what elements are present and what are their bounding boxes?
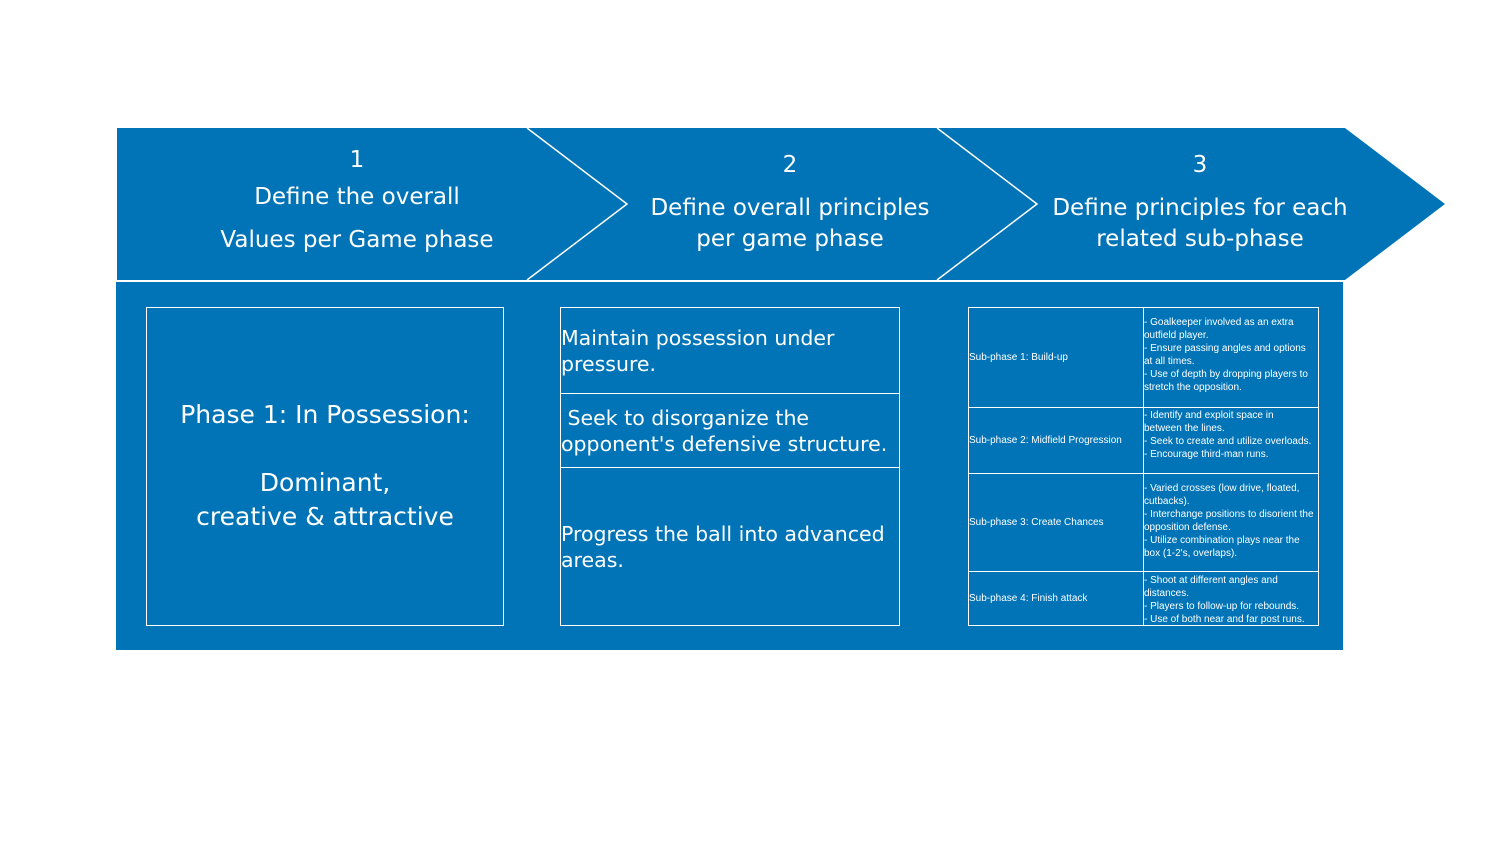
subphase-name: Sub-phase 4: Finish attack <box>969 572 1144 625</box>
principle-item: Seek to disorganize the opponent's defen… <box>561 393 899 467</box>
step-number: 3 <box>1192 152 1208 178</box>
subphase-detail-line: - Identify and exploit space in between … <box>1144 410 1274 434</box>
subphase-detail-line: - Utilize combination plays near the box… <box>1144 535 1300 559</box>
principle-item: Maintain possession under pressure. <box>561 308 899 393</box>
subphase-row: Sub-phase 1: Build-up - Goalkeeper invol… <box>969 308 1318 407</box>
step-number: 2 <box>782 152 798 178</box>
subphase-details: - Varied crosses (low drive, floated, cu… <box>1144 474 1318 571</box>
subphase-details: - Shoot at different angles and distance… <box>1144 572 1318 625</box>
step-text-line: Define the overall <box>254 184 460 210</box>
subphase-detail-line: - Goalkeeper involved as an extra outfie… <box>1144 317 1294 341</box>
subphase-details: - Goalkeeper involved as an extra outfie… <box>1144 308 1318 407</box>
subphase-detail-line: - Shoot at different angles and distance… <box>1144 575 1278 599</box>
chevron-step-1 <box>117 128 627 280</box>
step-2-label: 2 Define overall principles per game pha… <box>610 150 970 255</box>
phase-value-line: creative & attractive <box>196 501 454 531</box>
step-text-line: Define overall principles <box>650 195 930 221</box>
chevron-step-2 <box>527 128 1037 280</box>
step-text-line: per game phase <box>696 226 884 252</box>
phase-value-line: Dominant, <box>259 467 391 497</box>
phase-value-box: Phase 1: In Possession: Dominant, creati… <box>146 307 504 626</box>
subphase-row: Sub-phase 2: Midfield Progression - Iden… <box>969 407 1318 473</box>
subphase-detail-line: - Interchange positions to disorient the… <box>1144 509 1314 533</box>
phase-title: Phase 1: In Possession: <box>180 399 470 429</box>
subphase-detail-line: - Encourage third-man runs. <box>1144 449 1269 460</box>
principle-text: Seek to disorganize the opponent's defen… <box>561 405 888 456</box>
subphase-detail-line: - Seek to create and utilize overloads. <box>1144 436 1312 447</box>
subphase-name: Sub-phase 2: Midfield Progression <box>969 408 1144 473</box>
principle-item: Progress the ball into advanced areas. <box>561 467 899 625</box>
subphase-name: Sub-phase 1: Build-up <box>969 308 1144 407</box>
subphase-table: Sub-phase 1: Build-up - Goalkeeper invol… <box>968 307 1319 626</box>
subphase-row: Sub-phase 3: Create Chances - Varied cro… <box>969 473 1318 571</box>
principle-text: Progress the ball into advanced areas. <box>561 521 892 572</box>
step-number: 1 <box>349 147 365 173</box>
subphase-detail-line: - Players to follow-up for rebounds. <box>1144 601 1300 612</box>
subphase-row: Sub-phase 4: Finish attack - Shoot at di… <box>969 571 1318 625</box>
subphase-detail-line: - Varied crosses (low drive, floated, cu… <box>1144 483 1300 507</box>
subphase-detail-line: - Use of depth by dropping players to st… <box>1144 369 1308 393</box>
chevron-divider-1 <box>526 127 629 281</box>
step-text-line: related sub-phase <box>1096 226 1304 252</box>
step-text-line: Define principles for each <box>1052 195 1348 221</box>
step-3-label: 3 Define principles for each related sub… <box>1020 150 1380 255</box>
step-text-line: Values per Game phase <box>220 227 494 253</box>
principles-box: Maintain possession under pressure. Seek… <box>560 307 900 626</box>
principle-text: Maintain possession under pressure. <box>561 325 841 376</box>
subphase-detail-line: - Ensure passing angles and options at a… <box>1144 343 1306 367</box>
content-panel <box>116 282 1343 650</box>
chevron-divider-2 <box>936 127 1039 281</box>
subphase-detail-line: - Use of both near and far post runs. <box>1144 614 1305 625</box>
chevron-step-3 <box>937 128 1445 280</box>
step-1-label: 1 Define the overall Values per Game pha… <box>182 144 532 262</box>
phase-values: Dominant, creative & attractive <box>196 466 454 534</box>
subphase-details: - Identify and exploit space in between … <box>1144 408 1318 473</box>
subphase-name: Sub-phase 3: Create Chances <box>969 474 1144 571</box>
